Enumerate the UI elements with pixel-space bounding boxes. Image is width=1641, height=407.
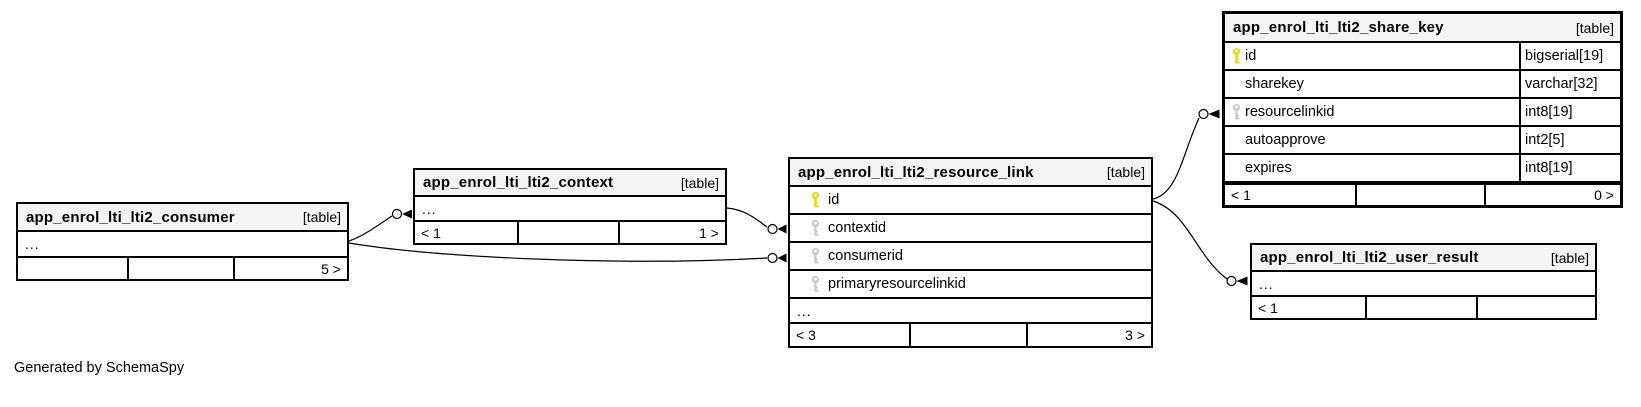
- column-type: varchar[32]: [1519, 71, 1620, 97]
- primary-key-icon: [802, 192, 828, 208]
- index-key-icon: [1227, 104, 1245, 120]
- column-row-primaryresourcelinkid: primaryresourcelinkid: [790, 271, 1151, 299]
- column-row-contextid: contextid: [790, 215, 1151, 243]
- column-type: int8[19]: [1519, 155, 1620, 181]
- fk-circle-contextid: [767, 223, 778, 235]
- table-header[interactable]: app_enrol_lti_lti2_user_result [table]: [1252, 245, 1595, 272]
- index-key-icon: [802, 220, 828, 236]
- table-footer: < 3 3 >: [790, 324, 1151, 346]
- column-row-sharekey: sharekey varchar[32]: [1225, 71, 1620, 99]
- collapsed-columns-row: ...: [790, 299, 1151, 324]
- footer-degree-right: 1 >: [699, 224, 719, 241]
- footer-degree-left: < 3: [796, 327, 816, 343]
- table-header[interactable]: app_enrol_lti_lti2_consumer [table]: [18, 204, 347, 232]
- fk-arrow-resourcelinkid: [1208, 109, 1220, 119]
- footer-degree-right: 5 >: [321, 260, 341, 277]
- column-name: sharekey: [1245, 76, 1304, 92]
- footer-degree-right: [1478, 297, 1595, 318]
- column-row-consumerid: consumerid: [790, 243, 1151, 271]
- table-badge: [table]: [302, 209, 341, 225]
- column-name: primaryresourcelinkid: [828, 276, 966, 292]
- index-key-icon: [802, 248, 828, 264]
- column-name: autoapprove: [1245, 132, 1326, 148]
- collapsed-columns-row: ...: [1252, 272, 1595, 297]
- table-name[interactable]: app_enrol_lti_lti2_share_key: [1233, 19, 1444, 36]
- table-header[interactable]: app_enrol_lti_lti2_share_key [table]: [1225, 14, 1620, 43]
- column-row-resourcelinkid: resourcelinkid int8[19]: [1225, 99, 1620, 127]
- table-badge: [table]: [1550, 249, 1589, 266]
- footer-divider-cell: [126, 258, 236, 279]
- column-row-expires: expires int8[19]: [1225, 155, 1620, 183]
- edge-consumer-to-context: [348, 215, 393, 242]
- table-footer: < 1: [1252, 297, 1595, 318]
- table-resource-link[interactable]: app_enrol_lti_lti2_resource_link [table]…: [788, 157, 1153, 348]
- table-footer: 5 >: [18, 258, 347, 279]
- fk-arrow-consumerid: [777, 253, 787, 263]
- fk-arrow-userresult: [1236, 276, 1248, 286]
- column-name: consumerid: [828, 248, 903, 264]
- table-share-key[interactable]: app_enrol_lti_lti2_share_key [table] id …: [1222, 11, 1623, 208]
- footer-degree-left: < 1: [1231, 187, 1251, 203]
- collapsed-columns-row: ...: [415, 197, 725, 222]
- edge-resourcelink-to-userresult: [1152, 200, 1228, 280]
- column-type: bigserial[19]: [1519, 43, 1620, 69]
- footer-degree-right: 3 >: [1125, 327, 1145, 343]
- edge-context-to-resourcelink: [726, 207, 768, 228]
- fk-circle-consumerid: [767, 252, 778, 264]
- column-type: int8[19]: [1519, 99, 1620, 125]
- table-badge: [table]: [680, 174, 719, 191]
- column-row-id: id: [790, 187, 1151, 215]
- generator-note: Generated by SchemaSpy: [14, 360, 185, 376]
- footer-divider-cell: [909, 324, 1029, 346]
- table-footer: < 1 1 >: [415, 222, 725, 243]
- table-user-result[interactable]: app_enrol_lti_lti2_user_result [table] .…: [1250, 243, 1597, 320]
- table-header[interactable]: app_enrol_lti_lti2_resource_link [table]: [790, 159, 1151, 187]
- column-name: id: [828, 192, 840, 208]
- footer-divider-cell: [1365, 297, 1479, 318]
- table-consumer[interactable]: app_enrol_lti_lti2_consumer [table] ... …: [16, 202, 349, 281]
- column-name: expires: [1245, 160, 1292, 176]
- column-name: resourcelinkid: [1245, 104, 1335, 120]
- footer-degree-right: 0 >: [1594, 187, 1614, 203]
- collapsed-columns-row: ...: [18, 232, 347, 258]
- footer-divider-cell: [1355, 185, 1486, 205]
- column-name: id: [1245, 48, 1257, 64]
- fk-circle-context: [391, 208, 403, 220]
- fk-circle-resourcelinkid: [1198, 108, 1209, 120]
- column-row-id: id bigserial[19]: [1225, 43, 1620, 71]
- edge-consumer-to-resourcelink: [348, 242, 768, 262]
- primary-key-icon: [1227, 48, 1245, 64]
- fk-arrow-contextid: [777, 224, 787, 234]
- footer-degree-left: < 1: [421, 224, 441, 241]
- footer-degree-left: [18, 258, 127, 279]
- table-badge: [table]: [1106, 164, 1145, 180]
- table-context[interactable]: app_enrol_lti_lti2_context [table] ... <…: [413, 168, 727, 245]
- table-name[interactable]: app_enrol_lti_lti2_user_result: [1260, 249, 1479, 266]
- column-row-autoapprove: autoapprove int2[5]: [1225, 127, 1620, 155]
- table-header[interactable]: app_enrol_lti_lti2_context [table]: [415, 170, 725, 197]
- table-footer: < 1 0 >: [1225, 183, 1620, 205]
- edge-resourcelink-to-sharekey: [1152, 117, 1200, 200]
- footer-degree-left: < 1: [1258, 299, 1278, 316]
- fk-circle-userresult: [1226, 275, 1237, 287]
- table-name[interactable]: app_enrol_lti_lti2_resource_link: [798, 163, 1034, 181]
- table-name[interactable]: app_enrol_lti_lti2_context: [423, 174, 614, 191]
- column-type: int2[5]: [1519, 127, 1620, 153]
- table-badge: [table]: [1575, 19, 1614, 36]
- table-name[interactable]: app_enrol_lti_lti2_consumer: [26, 208, 235, 226]
- index-key-icon: [802, 276, 828, 292]
- column-name: contextid: [828, 220, 887, 236]
- fk-arrow-context: [402, 209, 412, 219]
- footer-divider-cell: [517, 222, 620, 243]
